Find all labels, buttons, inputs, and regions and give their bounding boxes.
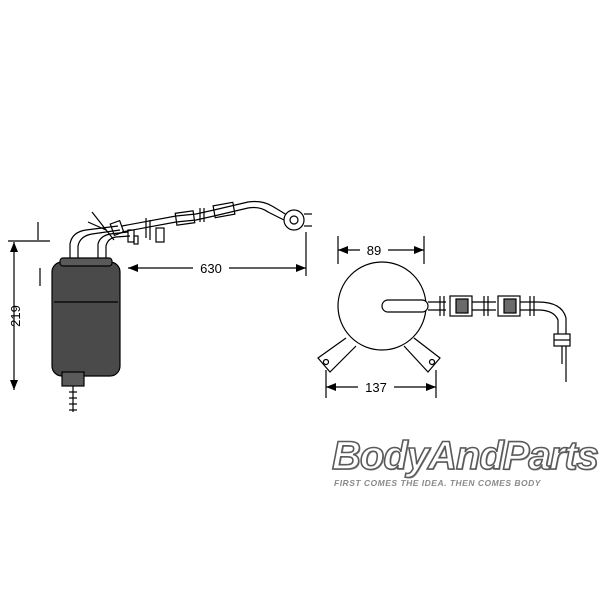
drier-canister — [51, 257, 121, 412]
height-dimension-line — [8, 222, 50, 390]
top-pipe — [428, 295, 571, 382]
brand-tagline: FIRST COMES THE IDEA. THEN COMES BODY — [334, 478, 541, 488]
long-pipe — [121, 200, 293, 233]
width-dimension-label: 89 — [367, 243, 381, 258]
end-fitting — [283, 209, 312, 231]
length-dimension-label: 630 — [200, 261, 222, 276]
top-view: 89 — [317, 236, 571, 398]
height-dimension-label: 219 — [8, 305, 23, 327]
mount-width-dimension-label: 137 — [365, 380, 387, 395]
brand-logo: BodyAndParts FIRST COMES THE IDEA. THEN … — [331, 433, 600, 494]
mounting-bracket — [317, 337, 441, 373]
brand-name: BodyAndParts — [331, 433, 599, 479]
inner-tube — [381, 299, 429, 313]
pressure-switch — [87, 211, 165, 245]
side-view: 219 — [8, 200, 312, 412]
outlet-pipes — [69, 225, 131, 262]
